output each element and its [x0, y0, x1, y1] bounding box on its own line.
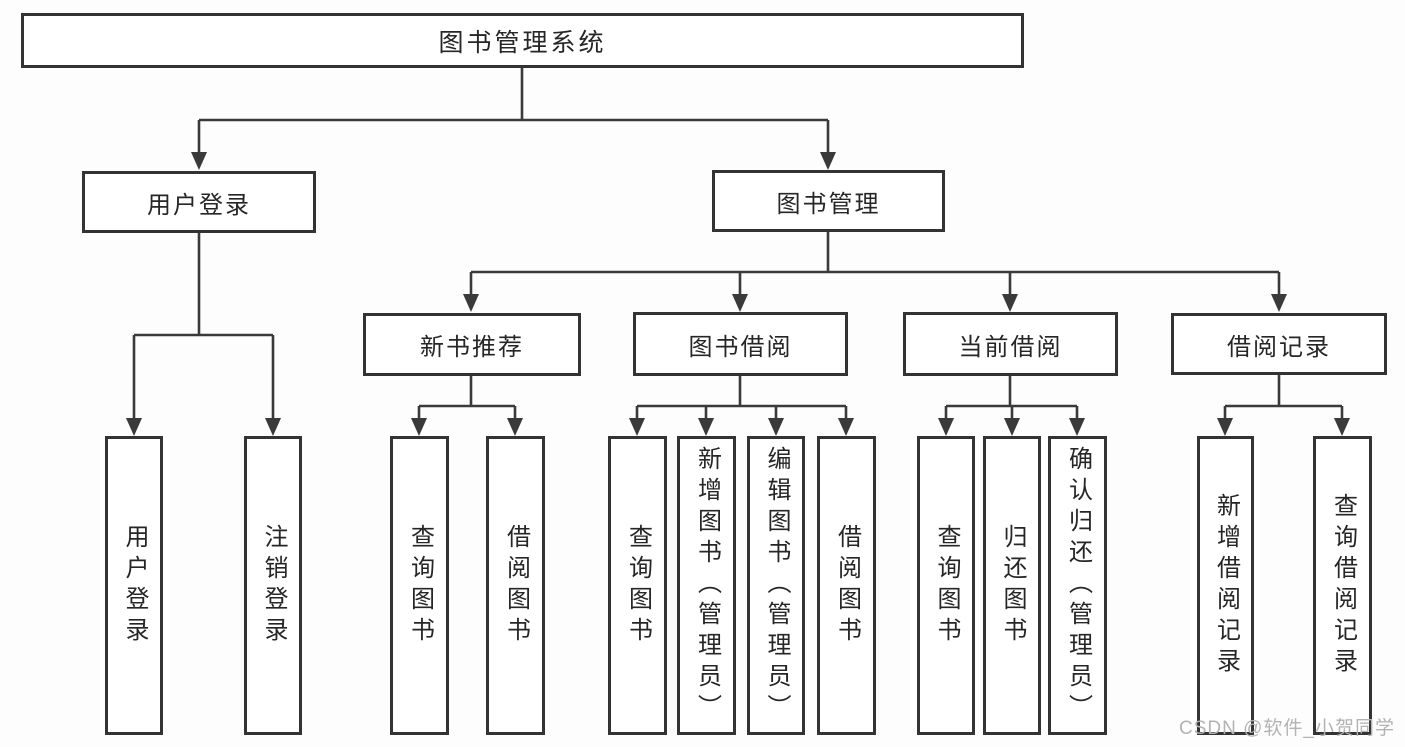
connector-line [635, 376, 848, 419]
arrow-down-icon [1271, 294, 1287, 312]
node-user-login: 用户登录 [82, 171, 316, 233]
connector-line [197, 68, 830, 153]
arrow-down-icon [126, 418, 142, 436]
connector-new-book-to-leaves [411, 376, 523, 436]
arrow-down-icon [1069, 418, 1085, 436]
node-label: 当前借阅 [958, 333, 1063, 361]
node-label: 新增借阅记录 [1212, 492, 1240, 679]
connector-user-login-to-leaves [126, 233, 281, 436]
node-label: 归还图书 [999, 523, 1026, 648]
node-leaf-query-books-borrow: 查询图书 [608, 436, 667, 735]
node-new-book-recommend: 新书推荐 [363, 313, 581, 376]
connector-line [944, 376, 1079, 419]
node-leaf-confirm-return-admin: 确认归还（管理员） [1048, 436, 1107, 735]
node-borrow-records: 借阅记录 [1171, 313, 1387, 375]
arrow-down-icon [507, 418, 523, 436]
arrow-down-icon [820, 152, 836, 170]
node-label: 查询借阅记录 [1329, 492, 1357, 679]
connector-line [1223, 375, 1344, 419]
arrow-down-icon [768, 418, 784, 436]
connector-borrow-to-leaves [629, 376, 854, 436]
arrow-down-icon [411, 418, 427, 436]
connector-line [132, 233, 275, 419]
connector-line [417, 376, 517, 419]
csdn-watermark: CSDN @软件_小贺同学 [1179, 718, 1395, 739]
arrow-down-icon [732, 294, 748, 312]
node-label: 用户登录 [121, 523, 148, 648]
arrow-down-icon [698, 418, 714, 436]
node-label: 新增图书（管理员） [693, 446, 721, 725]
arrow-down-icon [191, 152, 207, 170]
node-leaf-borrow-books: 借阅图书 [817, 436, 876, 735]
arrow-down-icon [629, 418, 645, 436]
node-leaf-return-books: 归还图书 [983, 436, 1041, 735]
arrow-down-icon [1334, 418, 1350, 436]
arrow-down-icon [938, 418, 954, 436]
node-label: 查询图书 [624, 523, 652, 648]
node-label: 图书管理系统 [438, 28, 607, 57]
connector-records-to-leaves [1217, 375, 1350, 436]
node-label: 借阅记录 [1227, 333, 1331, 361]
node-book-management: 图书管理 [712, 170, 945, 232]
node-label: 借阅图书 [833, 523, 861, 648]
connector-line [469, 232, 1281, 295]
connector-current-to-leaves [938, 376, 1085, 436]
node-label: 注销登录 [260, 523, 287, 648]
node-leaf-add-borrow-record: 新增借阅记录 [1197, 436, 1254, 735]
node-leaf-borrow-books-recommend: 借阅图书 [486, 436, 545, 735]
arrow-down-icon [1217, 418, 1233, 436]
node-label: 图书借阅 [688, 333, 793, 361]
arrow-down-icon [265, 418, 281, 436]
node-leaf-query-books-recommend: 查询图书 [390, 436, 449, 735]
node-leaf-add-books-admin: 新增图书（管理员） [677, 436, 736, 735]
arrow-down-icon [1004, 418, 1020, 436]
node-label: 查询图书 [406, 523, 434, 648]
node-label: 图书管理 [776, 190, 881, 218]
connector-root-to-level2 [191, 68, 836, 170]
node-library-system: 图书管理系统 [21, 13, 1024, 68]
node-label: 用户登录 [147, 191, 251, 219]
node-book-borrowing: 图书借阅 [633, 312, 848, 376]
node-label: 确认归还（管理员） [1064, 446, 1092, 725]
node-current-borrowing: 当前借阅 [903, 312, 1118, 376]
node-leaf-query-books-current: 查询图书 [917, 436, 975, 735]
node-leaf-user-login: 用户登录 [105, 436, 163, 735]
node-label: 查询图书 [933, 523, 960, 648]
node-leaf-query-borrow-record: 查询借阅记录 [1313, 436, 1372, 735]
node-label: 编辑图书（管理员） [763, 446, 790, 725]
node-label: 借阅图书 [502, 523, 530, 648]
arrow-down-icon [463, 294, 479, 312]
arrow-down-icon [838, 418, 854, 436]
node-leaf-edit-books-admin: 编辑图书（管理员） [747, 436, 805, 735]
connector-book-mgmt-to-level3 [463, 232, 1287, 312]
arrow-down-icon [1002, 294, 1018, 312]
node-label: 新书推荐 [420, 334, 524, 361]
node-leaf-logout: 注销登录 [244, 436, 302, 735]
